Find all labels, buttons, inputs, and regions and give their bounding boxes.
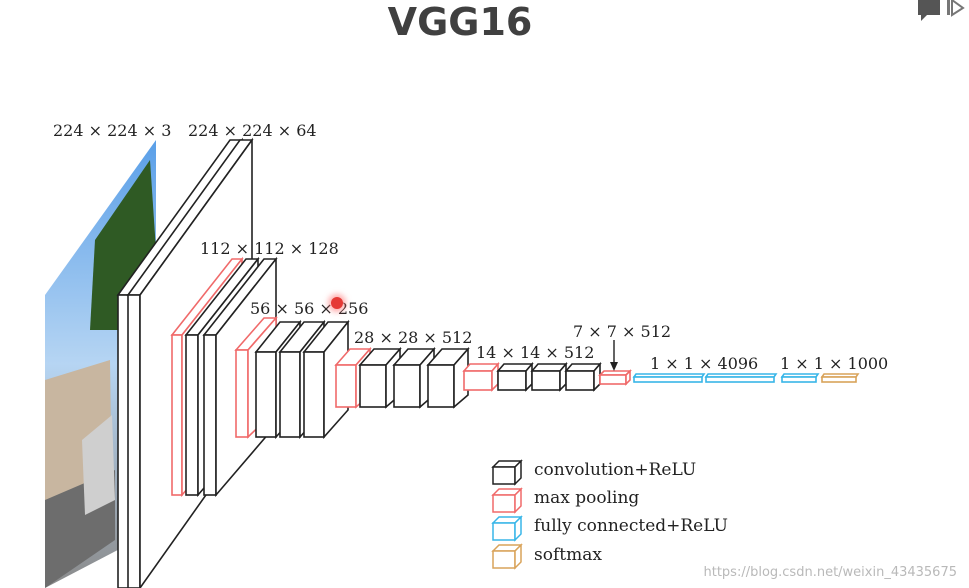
legend-label-pool: max pooling <box>534 488 639 508</box>
legend-label-softmax: softmax <box>534 545 602 565</box>
block4-conv <box>358 346 470 409</box>
legend-item-softmax <box>491 543 523 570</box>
watermark: https://blog.csdn.net/weixin_43435675 <box>703 565 957 580</box>
label-softmax: 1 × 1 × 1000 <box>780 354 888 373</box>
label-fc: 1 × 1 × 4096 <box>650 354 758 373</box>
legend-item-conv <box>491 459 523 486</box>
block5-pool <box>462 361 500 392</box>
label-conv1: 224 × 224 × 64 <box>188 121 317 140</box>
label-conv2: 112 × 112 × 128 <box>200 239 339 258</box>
legend-item-pool <box>491 487 523 514</box>
softmax-block <box>820 373 860 383</box>
conv1-blocks <box>116 137 254 588</box>
label-conv4: 28 × 28 × 512 <box>354 328 472 347</box>
legend-label-fc: fully connected+ReLU <box>534 516 728 536</box>
block5-conv <box>496 361 602 392</box>
label-conv5: 14 × 14 × 512 <box>476 343 594 362</box>
page-title: VGG16 <box>387 0 533 44</box>
pool5-arrowhead <box>610 362 618 371</box>
fc-blocks <box>632 373 820 383</box>
pool5-block <box>598 369 632 386</box>
legend-label-conv: convolution+ReLU <box>534 460 696 480</box>
label-pool5: 7 × 7 × 512 <box>573 322 671 341</box>
comment-icon[interactable] <box>915 0 969 22</box>
label-input: 224 × 224 × 3 <box>53 121 171 140</box>
label-conv3: 56 × 56 × 256 <box>250 299 368 318</box>
cursor-indicator <box>331 297 343 309</box>
block3-conv <box>254 319 350 440</box>
legend-item-fc <box>491 515 523 542</box>
legend: convolution+ReLU max pooling fully conne… <box>491 459 728 570</box>
